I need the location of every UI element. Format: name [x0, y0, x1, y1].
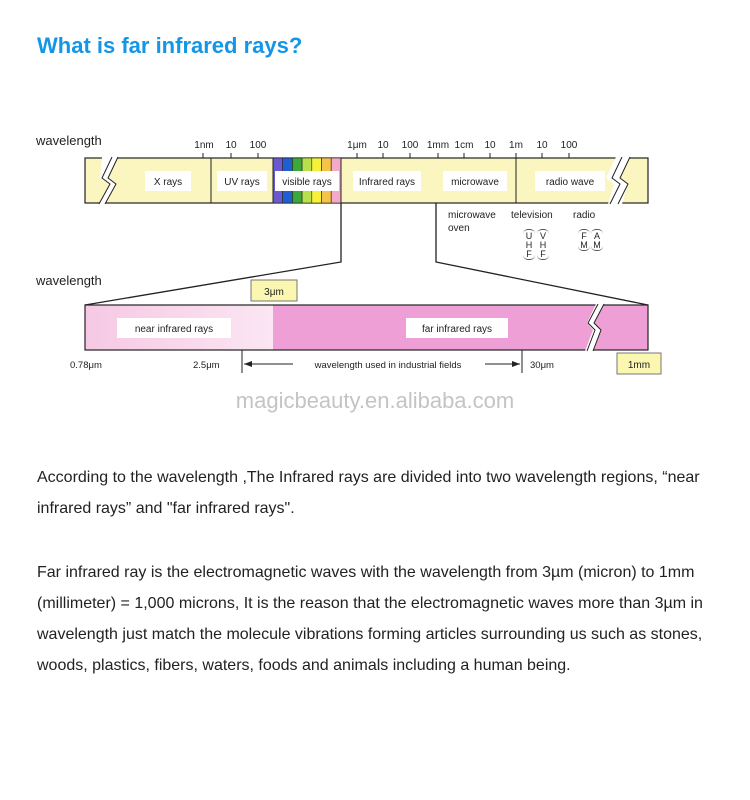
band-label: X rays [154, 177, 182, 188]
tick-label: 100 [402, 140, 419, 151]
band-label-bg [145, 171, 191, 191]
break-left-icon [99, 157, 118, 204]
vertical-label-fm: FM [578, 229, 590, 251]
app-television: television [511, 210, 553, 221]
boundary-label: 3μm [264, 287, 284, 298]
tick-label: 1mm [427, 140, 449, 151]
tick-label: 1m [509, 140, 523, 151]
tick-label: 1nm [194, 140, 213, 151]
boundary-box [250, 279, 298, 302]
low-label: 2.5μm [193, 360, 220, 371]
band-label: Infrared rays [359, 177, 415, 188]
tick-label: 10 [536, 140, 548, 151]
tick-label: 10 [225, 140, 237, 151]
band-label-bg [535, 171, 605, 191]
wavelength-label-2: wavelength [35, 273, 102, 288]
tick-label: 10 [377, 140, 389, 151]
tick-label: 1μm [347, 140, 367, 151]
app-radio: radio [573, 210, 596, 221]
band-label: visible rays [282, 177, 331, 188]
band-label: radio wave [546, 177, 595, 188]
far-label: far infrared rays [422, 324, 492, 335]
watermark: magicbeauty.en.alibaba.com [236, 388, 514, 413]
wavelength-label: wavelength [35, 133, 102, 148]
paragraph-2: Far infrared ray is the electromagnetic … [37, 564, 703, 674]
band-label-bg [443, 171, 507, 191]
page-title: What is far infrared rays? [37, 33, 303, 58]
band-label: UV rays [224, 177, 260, 188]
tick-label: 100 [561, 140, 578, 151]
tick-label: 1cm [455, 140, 474, 151]
tick-label: 100 [250, 140, 267, 151]
industrial-label: wavelength used in industrial fields [314, 360, 462, 371]
band-label-bg [217, 171, 267, 191]
start-label: 0.78μm [70, 360, 102, 371]
app-microwave-oven-2: oven [448, 223, 470, 234]
vertical-label-vhf: VHF [537, 229, 549, 260]
band-label-bg [275, 171, 339, 191]
app-microwave-oven: microwave [448, 210, 496, 221]
near-label: near infrared rays [135, 324, 213, 335]
band-label-bg [353, 171, 421, 191]
end-label: 1mm [628, 360, 650, 371]
vertical-label-am: AM [591, 229, 603, 251]
tick-label: 10 [484, 140, 496, 151]
vertical-label-uhf: UHF [523, 229, 535, 260]
paragraph-1: According to the wavelength ,The Infrare… [37, 469, 700, 517]
band-label: microwave [451, 177, 499, 188]
high-label: 30μm [530, 360, 554, 371]
